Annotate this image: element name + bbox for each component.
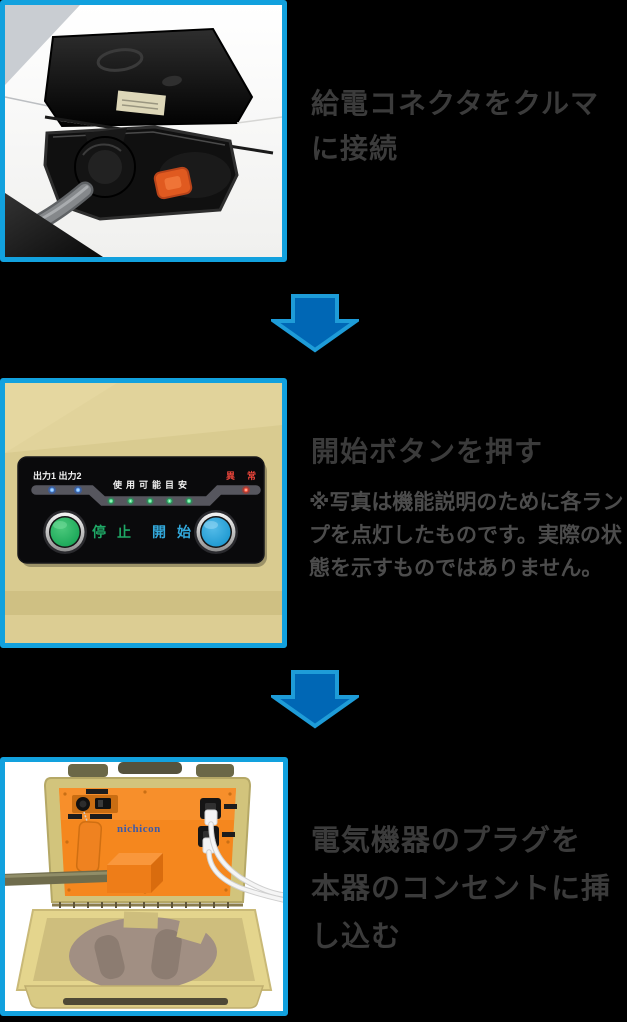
stop-button[interactable] (43, 510, 87, 554)
output-lamps-label: 出力1 出力2 (33, 470, 82, 481)
step3-title-line1: 電気機器のプラグを (311, 825, 582, 857)
step2-note-line1: ※写真は機能説明のために各ラン (309, 491, 624, 514)
bumper-shadow (5, 193, 103, 257)
step1-title-line1: 給電コネクタをクルマ (311, 88, 600, 119)
step2-note: ※写真は機能説明のために各ラン プを点灯したものです。実際の状 態を示すものでは… (309, 486, 623, 585)
step2-title: 開始ボタンを押す (311, 429, 543, 474)
case-hinge (52, 902, 243, 908)
gauge-lamps (107, 497, 193, 505)
case-bottom-strip (63, 998, 228, 1005)
body-panel-line (236, 116, 282, 124)
step3-photo-power-station-case: nichicon (0, 757, 288, 1016)
step1-title-line2: に接続 (311, 133, 399, 164)
down-arrow-icon (271, 670, 359, 729)
alarm-lamp (242, 486, 250, 494)
start-button[interactable] (194, 510, 238, 554)
case-handle[interactable] (118, 762, 182, 774)
start-label: 開始 (152, 524, 202, 540)
case-latch-right[interactable] (196, 764, 234, 777)
down-arrow-icon (271, 294, 359, 353)
open-port-lid (43, 27, 254, 128)
brand-logo: nichicon (117, 823, 161, 835)
step2-title-line1: 開始ボタンを押す (311, 436, 544, 467)
step2-note-line2: プを点灯したものです。実際の状 (309, 524, 622, 547)
step1-photo-car-charge-port (0, 0, 287, 262)
housing-bottom (5, 615, 282, 643)
step3-title-line3: し込む (311, 921, 402, 953)
alarm-label: 異常 (226, 470, 268, 481)
appliance-cables (206, 821, 283, 903)
charging-connector (74, 128, 136, 198)
step3-title: 電気機器のプラグを 本器のコンセントに挿 し込む (311, 817, 611, 961)
case-latch-left[interactable] (68, 764, 108, 777)
housing-corner-shade (5, 383, 117, 453)
orange-port-cap (153, 166, 193, 200)
cable-gland-box (107, 853, 163, 893)
hood-seam (5, 96, 54, 108)
step1-title: 給電コネクタをクルマ に接続 (311, 81, 599, 171)
car-charge-port-illustration (5, 5, 282, 257)
step2-photo-control-panel: 出力1 出力2 異常 使用可能目安 (0, 378, 287, 648)
housing-groove (5, 591, 282, 615)
step3-title-line2: 本器のコンセントに挿 (311, 873, 612, 905)
input-connector-cluster (68, 789, 118, 825)
cap-strap (75, 820, 103, 874)
control-panel-illustration: 出力1 出力2 異常 使用可能目安 (5, 383, 282, 643)
outlet-1-label (224, 804, 237, 809)
power-station-illustration: nichicon (5, 762, 283, 1011)
background-corner (5, 5, 80, 85)
gauge-label: 使用可能目安 (112, 479, 191, 490)
outlet-2-label (222, 832, 235, 837)
foam-insert (69, 911, 217, 992)
supply-cable (5, 870, 115, 886)
stop-label: 停止 (92, 524, 142, 540)
step2-note-line3: 態を示すものではありません。 (309, 557, 603, 580)
output-lamps (48, 486, 82, 494)
